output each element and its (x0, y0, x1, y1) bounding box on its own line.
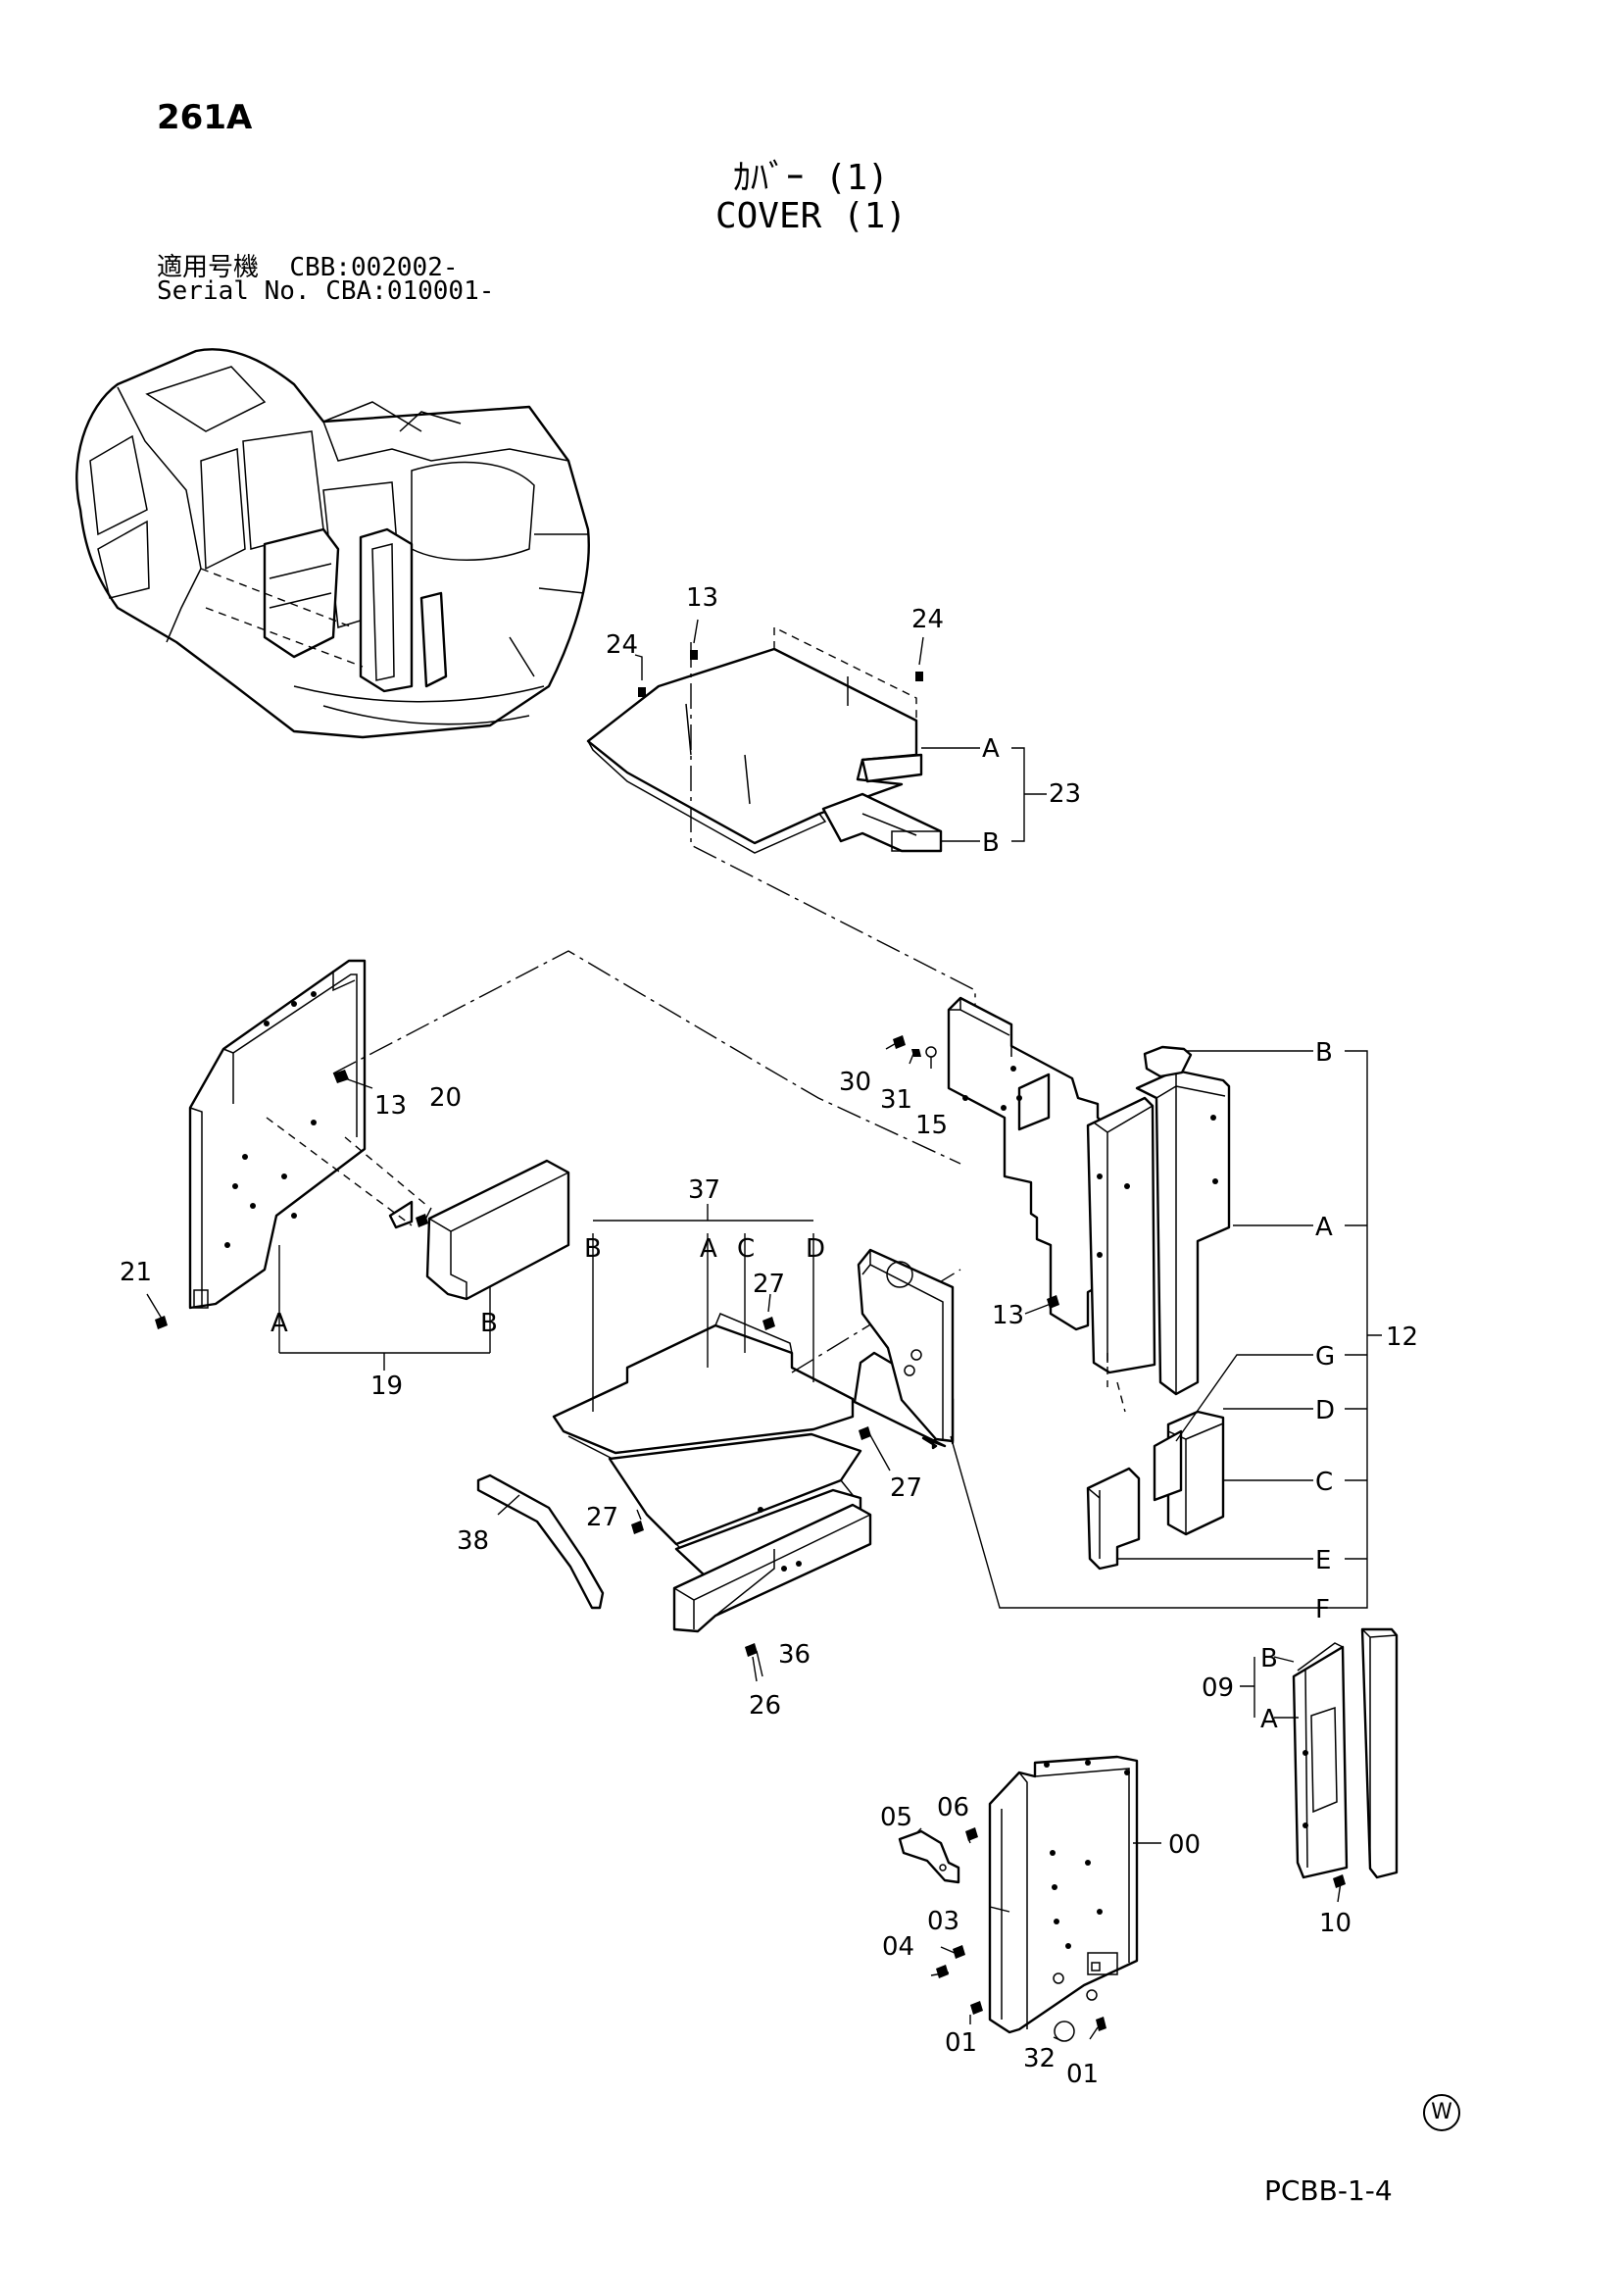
callout-37-d: D (806, 1234, 825, 1264)
callout-12-g: G (1315, 1342, 1335, 1372)
callout-09-b: B (1260, 1644, 1278, 1673)
callout-01: 01 (945, 2028, 977, 2058)
callout-36: 36 (778, 1640, 811, 1670)
callout-01: 01 (1066, 2060, 1099, 2089)
callout-12-a: A (1315, 1213, 1333, 1242)
callout-32: 32 (1023, 2044, 1056, 2073)
callout-19-b: B (480, 1309, 498, 1338)
callout-06: 06 (937, 1793, 969, 1822)
pad-19b (425, 1159, 570, 1301)
callout-15: 15 (915, 1111, 948, 1140)
callout-38: 38 (457, 1526, 489, 1556)
callout-21: 21 (120, 1258, 152, 1287)
callout-03: 03 (927, 1907, 959, 1936)
callout-04: 04 (882, 1932, 914, 1962)
watermark-symbol: W (1423, 2094, 1460, 2131)
callout-12-e: E (1315, 1546, 1331, 1575)
floor-plate-37 (552, 1313, 862, 1578)
callout-09: 09 (1202, 1673, 1234, 1703)
callout-37-c: C (737, 1234, 755, 1264)
panel-f (853, 1248, 955, 1450)
callout-13: 13 (992, 1301, 1024, 1330)
callout-10: 10 (1319, 1909, 1352, 1938)
serial-line-2: Serial No. CBA:010001- (157, 276, 494, 306)
callout-26: 26 (749, 1691, 781, 1721)
callout-24: 24 (606, 630, 638, 660)
excavator-overview-sketch (75, 348, 590, 739)
title-japanese: ｶﾊﾞｰ (1) (733, 158, 889, 198)
callout-00: 00 (1168, 1830, 1201, 1860)
callout-12-f: F (1315, 1595, 1330, 1624)
left-cover-19 (188, 959, 414, 1310)
serial-label: 適用号機 (157, 253, 260, 282)
title-english: COVER (1) (714, 196, 908, 236)
bracket-05 (898, 1829, 960, 1884)
callout-12: 12 (1386, 1323, 1418, 1352)
cover-12-g-d-c-e (1086, 1410, 1225, 1571)
footer-page-code: PCBB-1-4 (1264, 2174, 1393, 2207)
callout-27: 27 (586, 1503, 618, 1532)
part-00 (988, 1755, 1139, 2034)
callout-12-b: B (1315, 1038, 1333, 1068)
bracket-36 (672, 1503, 872, 1633)
callout-23-b: B (982, 828, 1000, 858)
callout-24: 24 (911, 605, 944, 634)
serial-value: CBA:010001- (325, 276, 495, 306)
serial-line-1: 適用号機 CBB:002002- (157, 247, 459, 283)
callout-09-a: A (1260, 1705, 1278, 1734)
callout-05: 05 (880, 1803, 912, 1832)
callout-31: 31 (880, 1085, 912, 1115)
callout-30: 30 (839, 1068, 871, 1097)
serial-label: Serial No. (157, 276, 311, 306)
callout-37-b: B (584, 1234, 602, 1264)
callout-19-a: A (270, 1309, 288, 1338)
strip-38 (476, 1473, 605, 1610)
callout-12-d: D (1315, 1396, 1335, 1425)
callout-27: 27 (890, 1473, 922, 1503)
callout-23-a: A (982, 734, 1000, 764)
callout-13: 13 (374, 1091, 407, 1121)
serial-value: CBB:002002- (289, 253, 459, 282)
cover-12-a (947, 996, 1231, 1396)
parts-09 (1292, 1627, 1399, 1879)
callout-19: 19 (370, 1372, 403, 1401)
callout-23: 23 (1049, 779, 1081, 809)
callout-13: 13 (686, 583, 718, 613)
callout-27: 27 (753, 1270, 785, 1299)
callout-37-a: A (700, 1234, 717, 1264)
top-cover-23 (586, 625, 943, 854)
page-code: 261A (157, 98, 253, 137)
callout-20: 20 (429, 1083, 462, 1113)
callout-12-c: C (1315, 1468, 1333, 1497)
callout-37: 37 (688, 1175, 720, 1205)
